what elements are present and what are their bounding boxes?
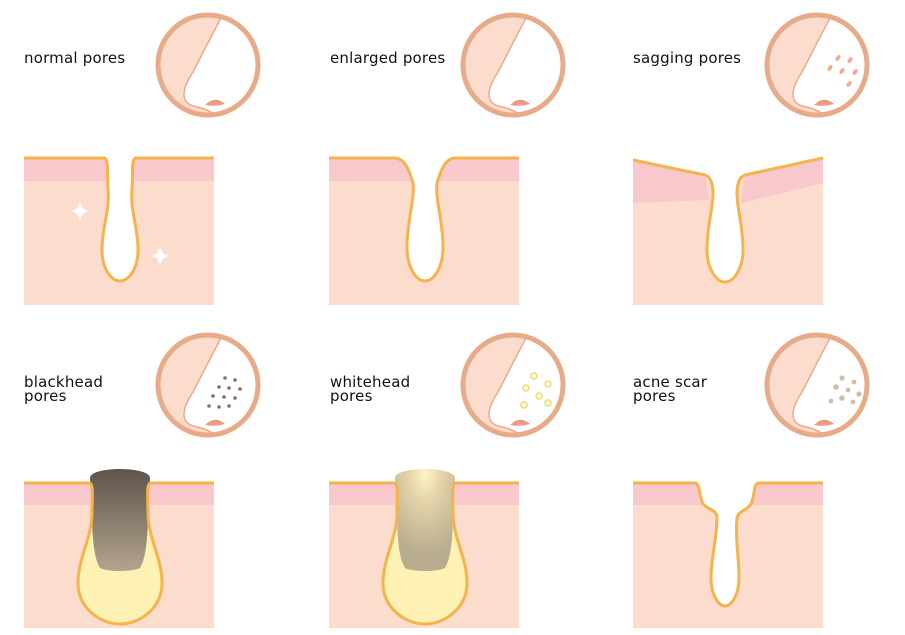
face-zoom-whitehead (458, 330, 568, 440)
label-enlarged-pores: enlarged pores (330, 49, 446, 67)
skin-section-blackhead (24, 468, 214, 628)
face-zoom-normal (153, 10, 263, 120)
label-whitehead-pores: whitehead pores (330, 373, 411, 405)
skin-section-sagging (633, 155, 823, 305)
label-blackhead-pores: blackhead pores (24, 373, 104, 405)
skin-section-enlarged (329, 155, 519, 305)
label-acne-scar-pores: acne scar pores (633, 373, 708, 405)
skin-section-normal (24, 155, 214, 305)
face-zoom-acne-scar (762, 330, 872, 440)
face-zoom-enlarged (458, 10, 568, 120)
face-zoom-blackhead (153, 330, 263, 440)
label-normal-pores: normal pores (24, 49, 126, 67)
label-sagging-pores: sagging pores (633, 49, 742, 67)
skin-section-acne-scar (633, 468, 823, 628)
skin-section-whitehead (329, 468, 519, 628)
face-zoom-sagging (762, 10, 872, 120)
